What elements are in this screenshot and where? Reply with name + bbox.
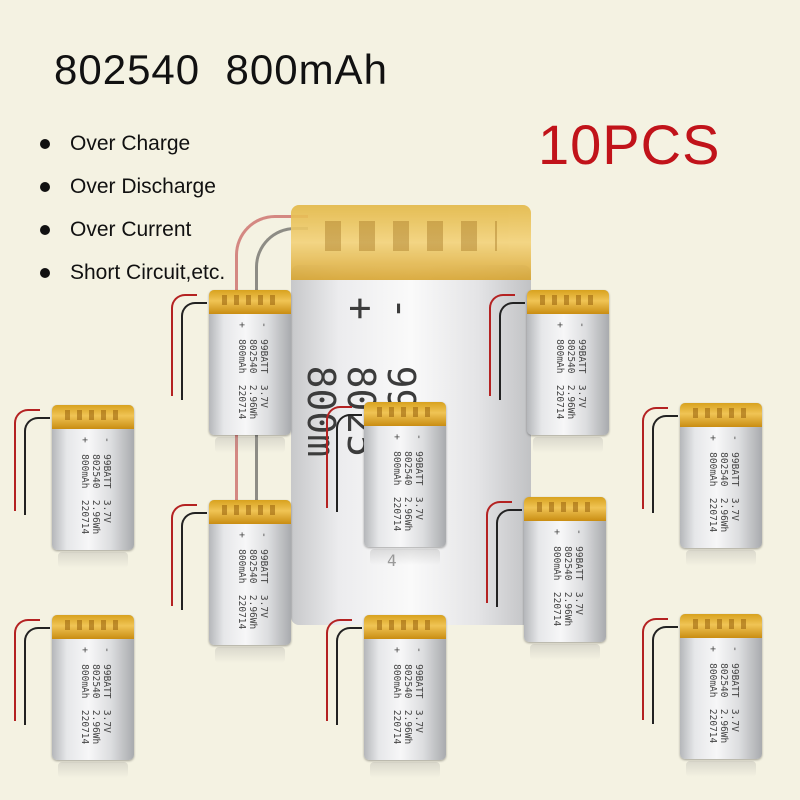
black-wire: [181, 302, 207, 400]
cell-tab: [527, 290, 609, 314]
cell-body: [680, 403, 762, 548]
red-wire: [486, 501, 512, 603]
cell-tab: [524, 497, 606, 521]
page-title: 802540 800mAh: [54, 46, 388, 93]
red-wire: [642, 618, 668, 720]
large-battery-tab: [291, 205, 531, 280]
cell-reflection: [370, 762, 440, 778]
cell-label: - 99BATT 3.7V 802540 2.96Wh + 800mAh 220…: [236, 532, 269, 630]
cell-reflection: [215, 647, 285, 663]
bullet-icon: [40, 267, 50, 278]
cell-reflection: [533, 437, 603, 453]
battery-cell: - 99BATT 3.7V 802540 2.96Wh + 800mAh 220…: [486, 497, 606, 660]
red-wire: [489, 294, 515, 396]
cell-label: - 99BATT 3.7V 802540 2.96Wh + 800mAh 220…: [236, 322, 269, 420]
bullet-icon: [40, 181, 50, 192]
battery-cell: - 99BATT 3.7V 802540 2.96Wh + 800mAh 220…: [489, 290, 609, 453]
large-battery-footnote: 4: [387, 551, 397, 570]
black-wire: [24, 627, 50, 725]
feature-item: Over Charge: [40, 122, 225, 165]
feature-label: Over Charge: [70, 131, 191, 155]
quantity-label: 10PCS: [538, 113, 721, 176]
feature-label: Over Current: [70, 217, 192, 241]
cell-label: - 99BATT 3.7V 802540 2.96Wh + 800mAh 220…: [79, 437, 112, 535]
battery-cell: - 99BATT 3.7V 802540 2.96Wh + 800mAh 220…: [642, 403, 762, 566]
cell-tab: [364, 402, 446, 426]
red-wire: [14, 619, 40, 721]
battery-cell: - 99BATT 3.7V 802540 2.96Wh + 800mAh 220…: [171, 290, 291, 453]
black-wire: [336, 627, 362, 725]
cell-body: [527, 290, 609, 435]
cell-label: - 99BATT 3.7V 802540 2.96Wh + 800mAh 220…: [707, 435, 740, 533]
black-wire: [652, 415, 678, 513]
battery-cell: - 99BATT 3.7V 802540 2.96Wh + 800mAh 220…: [326, 402, 446, 565]
cell-reflection: [58, 552, 128, 568]
cell-tab: [209, 500, 291, 524]
cell-tab: [680, 403, 762, 427]
cell-body: [52, 615, 134, 760]
red-wire: [642, 407, 668, 509]
cell-label: - 99BATT 3.7V 802540 2.96Wh + 800mAh 220…: [79, 647, 112, 745]
red-wire: [14, 409, 40, 511]
feature-list: Over Charge Over Discharge Over Current …: [40, 122, 225, 294]
cell-body: [680, 614, 762, 759]
black-wire: [181, 512, 207, 610]
cell-reflection: [686, 550, 756, 566]
red-wire: [326, 619, 352, 721]
cell-body: [364, 615, 446, 760]
cell-label: - 99BATT 3.7V 802540 2.96Wh + 800mAh 220…: [707, 646, 740, 744]
battery-cell: - 99BATT 3.7V 802540 2.96Wh + 800mAh 220…: [171, 500, 291, 663]
cell-label: - 99BATT 3.7V 802540 2.96Wh + 800mAh 220…: [391, 647, 424, 745]
red-wire: [326, 406, 352, 508]
cell-tab: [680, 614, 762, 638]
cell-body: [209, 290, 291, 435]
black-wire: [652, 626, 678, 724]
cell-reflection: [530, 644, 600, 660]
feature-item: Over Discharge: [40, 165, 225, 208]
feature-item: Over Current: [40, 208, 225, 251]
cell-label: - 99BATT 3.7V 802540 2.96Wh + 800mAh 220…: [391, 434, 424, 532]
battery-cell: - 99BATT 3.7V 802540 2.96Wh + 800mAh 220…: [326, 615, 446, 778]
battery-cell: - 99BATT 3.7V 802540 2.96Wh + 800mAh 220…: [14, 405, 134, 568]
large-battery: - 99BF + 8025 800m 4: [235, 205, 531, 625]
cell-tab: [209, 290, 291, 314]
feature-item: Short Circuit,etc.: [40, 251, 225, 294]
cell-body: [52, 405, 134, 550]
cell-label: - 99BATT 3.7V 802540 2.96Wh + 800mAh 220…: [554, 322, 587, 420]
red-wire: [171, 504, 197, 606]
cell-body: [364, 402, 446, 547]
red-wire: [171, 294, 197, 396]
black-wire: [496, 509, 522, 607]
bullet-icon: [40, 138, 50, 149]
cell-tab: [52, 615, 134, 639]
black-wire: [24, 417, 50, 515]
black-wire: [336, 414, 362, 512]
cell-label: - 99BATT 3.7V 802540 2.96Wh + 800mAh 220…: [551, 529, 584, 627]
black-wire: [499, 302, 525, 400]
feature-label: Short Circuit,etc.: [70, 260, 226, 284]
battery-cell: - 99BATT 3.7V 802540 2.96Wh + 800mAh 220…: [14, 615, 134, 778]
cell-reflection: [370, 549, 440, 565]
bullet-icon: [40, 224, 50, 235]
cell-reflection: [215, 437, 285, 453]
cell-tab: [52, 405, 134, 429]
cell-reflection: [686, 761, 756, 777]
cell-body: [209, 500, 291, 645]
cell-tab: [364, 615, 446, 639]
cell-body: [524, 497, 606, 642]
feature-label: Over Discharge: [70, 174, 216, 198]
battery-cell: - 99BATT 3.7V 802540 2.96Wh + 800mAh 220…: [642, 614, 762, 777]
cell-reflection: [58, 762, 128, 778]
